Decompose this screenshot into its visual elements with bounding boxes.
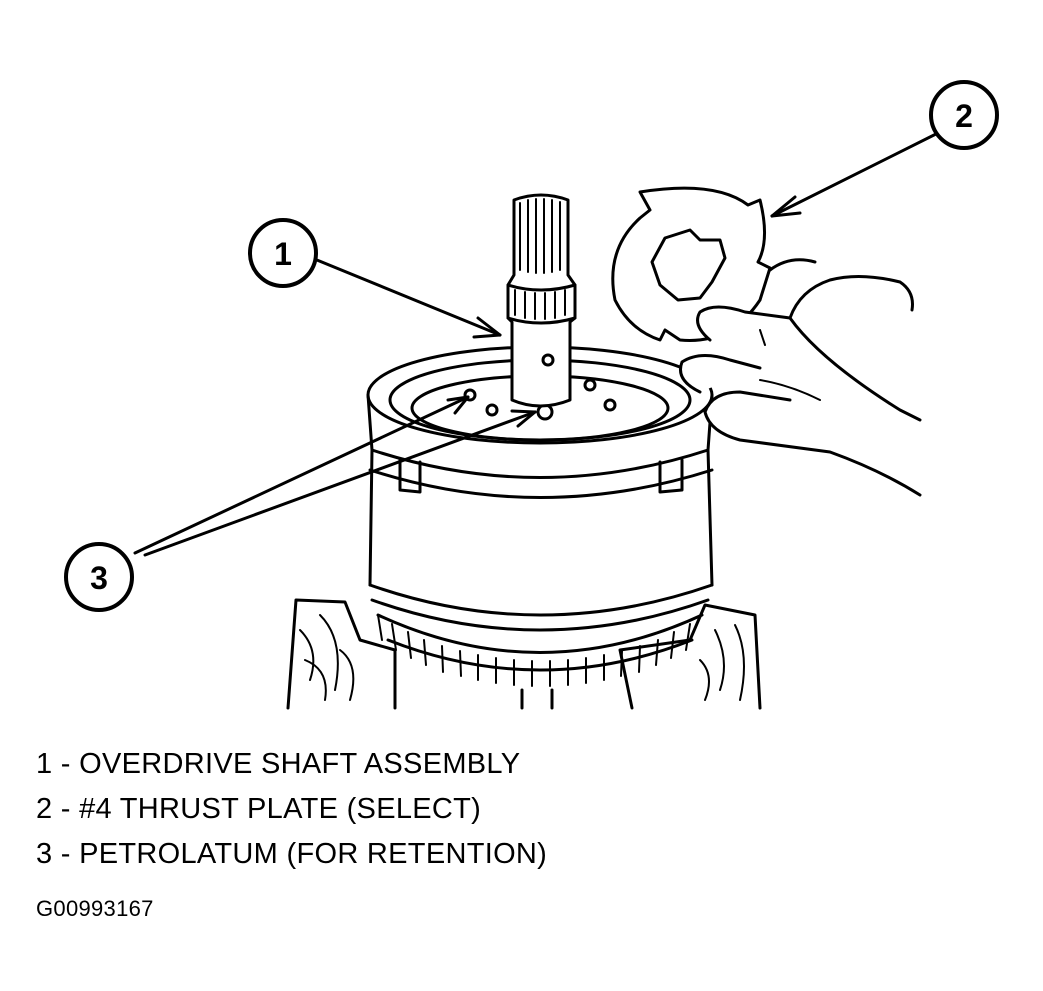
callout-3: 3 (64, 542, 134, 612)
assembly-illustration: 1 2 3 (64, 80, 999, 710)
leader-lines (133, 130, 942, 557)
legend-item-3: 3 - PETROLATUM (FOR RETENTION) (36, 838, 548, 870)
callout-circle-icon (248, 218, 318, 288)
callout-2: 2 (929, 80, 999, 150)
callout-circle-icon (64, 542, 134, 612)
callout-2-number: 2 (955, 98, 973, 134)
legend: 1 - OVERDRIVE SHAFT ASSEMBLY 2 - #4 THRU… (36, 742, 547, 877)
callout-1-number: 1 (274, 236, 292, 272)
callout-1: 1 (248, 218, 318, 288)
legend-item-2: 2 - #4 THRUST PLATE (SELECT) (36, 793, 482, 825)
callout-circle-icon (929, 80, 999, 150)
hand (679, 258, 922, 497)
overdrive-shaft (506, 193, 577, 408)
callout-3-number: 3 (90, 560, 108, 596)
figure-id: G00993167 (36, 896, 154, 921)
legend-item-1: 1 - OVERDRIVE SHAFT ASSEMBLY (36, 748, 521, 780)
